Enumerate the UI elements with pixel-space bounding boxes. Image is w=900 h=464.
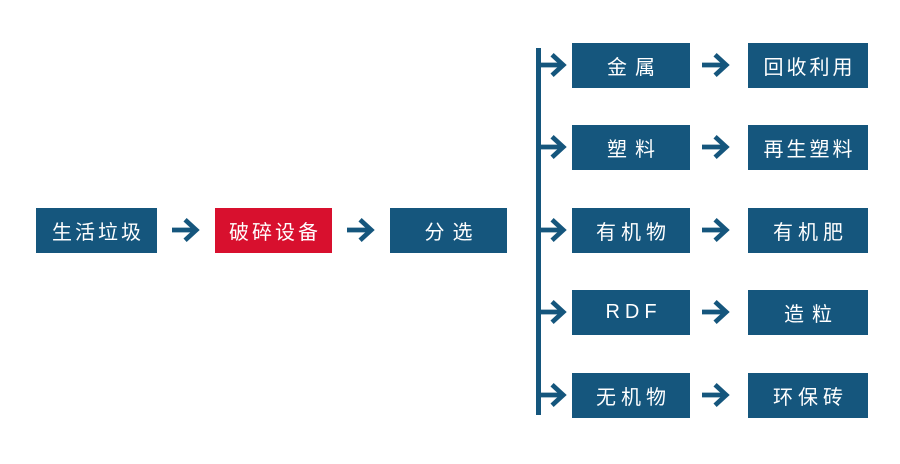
- node-organic-matter: 有机物: [572, 208, 690, 253]
- node-household-waste: 生活垃圾: [36, 208, 157, 253]
- arrow-right-icon: [702, 218, 730, 242]
- branch-arrow-right-icon: [539, 218, 567, 242]
- node-metal: 金属: [572, 43, 690, 88]
- node-crushing-equipment: 破碎设备: [215, 208, 332, 253]
- arrow-right-icon: [702, 383, 730, 407]
- arrow-right-icon: [702, 53, 730, 77]
- branch-arrow-right-icon: [539, 135, 567, 159]
- branch-trunk-line: [536, 48, 541, 415]
- node-recycling: 回收利用: [748, 43, 868, 88]
- node-recycled-plastic: 再生塑料: [748, 125, 868, 170]
- branch-arrow-right-icon: [539, 300, 567, 324]
- node-inorganic-matter: 无机物: [572, 373, 690, 418]
- branch-arrow-right-icon: [539, 383, 567, 407]
- arrow-right-icon: [347, 218, 375, 242]
- node-plastic: 塑料: [572, 125, 690, 170]
- node-granulation: 造粒: [748, 290, 868, 335]
- node-eco-brick: 环保砖: [748, 373, 868, 418]
- arrow-right-icon: [702, 135, 730, 159]
- branch-arrow-right-icon: [539, 53, 567, 77]
- node-sorting: 分选: [390, 208, 507, 253]
- arrow-right-icon: [172, 218, 200, 242]
- node-organic-fertilizer: 有机肥: [748, 208, 868, 253]
- node-rdf: RDF: [572, 290, 690, 335]
- arrow-right-icon: [702, 300, 730, 324]
